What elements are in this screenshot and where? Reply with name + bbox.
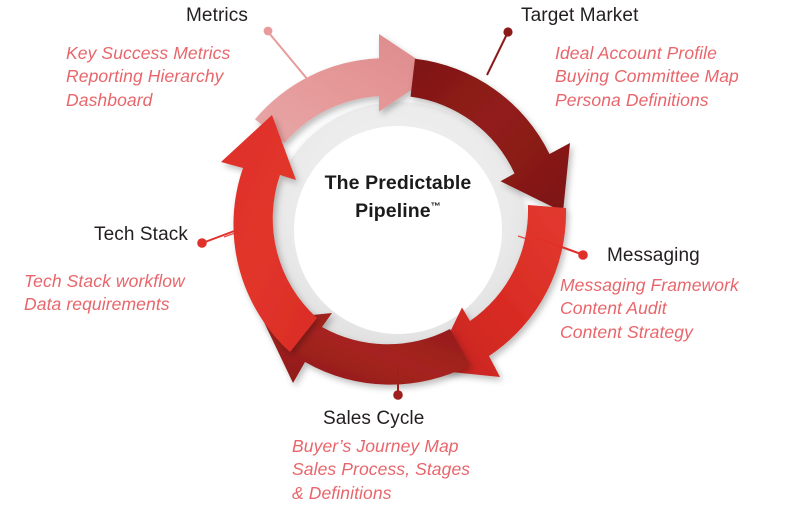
arrow-segment-messaging (431, 205, 567, 377)
center-title-line2: Pipeline (355, 200, 431, 223)
leader-line-sales-cycle (393, 368, 403, 400)
arrow-segment-tech-stack (221, 115, 317, 352)
node-item: Tech Stack workflow (24, 271, 185, 291)
node-items-sales-cycle: Buyer’s Journey Map Sales Process, Stage… (292, 435, 470, 505)
node-item: Key Success Metrics (66, 43, 231, 63)
node-item: Sales Process, Stages (292, 459, 471, 480)
node-item: Ideal Account Profile (555, 43, 717, 63)
arrow-segment-target-market (410, 58, 570, 212)
node-label-sales-cycle: Sales Cycle (323, 408, 425, 429)
node-label-metrics: Metrics (186, 5, 248, 26)
node-item: Content Strategy (560, 321, 693, 342)
leader-line-target-market (486, 27, 513, 76)
node-label-messaging: Messaging (607, 245, 700, 266)
node-item: & Definitions (292, 482, 392, 503)
node-items-messaging: Messaging Framework Content Audit Conten… (560, 274, 739, 344)
leader-line-messaging (517, 235, 588, 260)
arrow-segment-metrics (255, 34, 437, 143)
node-items-tech-stack: Tech Stack workflow Data requirements (24, 270, 185, 317)
node-label-tech-stack: Tech Stack (94, 224, 188, 245)
node-item: Buyer’s Journey Map (292, 436, 459, 456)
leader-dot-sales-cycle (393, 390, 403, 400)
node-item: Reporting Hierarchy (66, 66, 224, 87)
node-item: Data requirements (24, 294, 170, 315)
node-item: Messaging Framework (560, 275, 739, 295)
node-item: Content Audit (560, 298, 667, 319)
center-title: The Predictable Pipeline™ (282, 169, 514, 226)
trademark-mark: ™ (430, 201, 441, 213)
center-title-line1: The Predictable (324, 172, 472, 194)
leader-dot-messaging (578, 250, 588, 260)
node-items-target-market: Ideal Account Profile Buying Committee M… (555, 42, 739, 112)
node-item: Persona Definitions (555, 89, 709, 110)
leader-line-metrics (263, 26, 314, 87)
arrow-segment-sales-cycle (263, 313, 470, 385)
node-item: Buying Committee Map (555, 66, 739, 87)
leader-line-tech-stack (197, 227, 250, 248)
leader-dot-target-market (503, 27, 513, 37)
node-item: Dashboard (66, 89, 153, 110)
leader-dot-tech-stack (197, 238, 207, 248)
leader-dot-metrics (263, 26, 273, 36)
node-label-target-market: Target Market (521, 5, 639, 26)
node-items-metrics: Key Success Metrics Reporting Hierarchy … (66, 42, 230, 112)
inner-ring (270, 102, 526, 358)
